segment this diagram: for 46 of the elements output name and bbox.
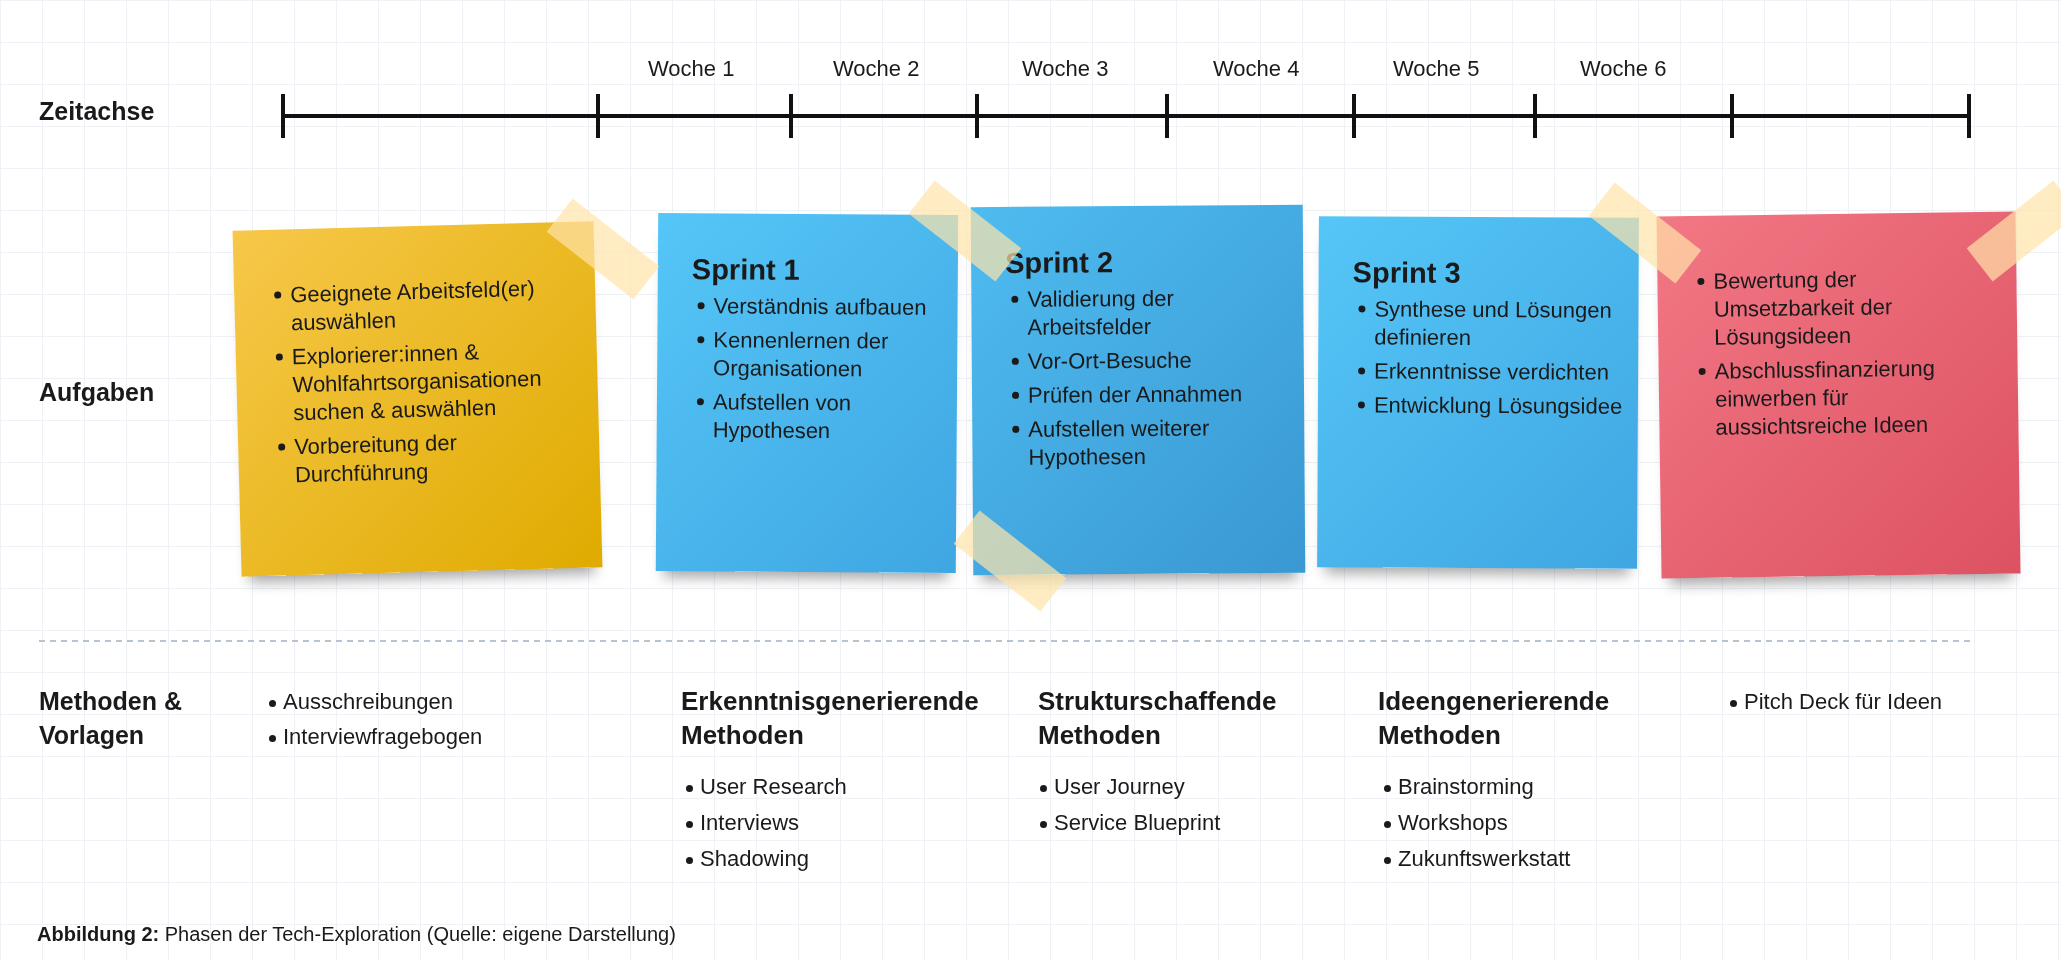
sticky-note	[1656, 211, 2021, 579]
task-text: Prüfen der Annahmen	[1027, 381, 1243, 408]
task-text: Vor-Ort-Besuche	[1027, 347, 1192, 374]
task-text: Vorbereitung der Durchführung	[293, 430, 458, 488]
week-label: Woche 1	[648, 56, 735, 82]
method-item: Pitch Deck für Ideen	[1744, 689, 1943, 715]
week-label: Woche 4	[1213, 56, 1300, 82]
sticky-note	[655, 212, 959, 574]
task-text: Bewertung der Umsetzbarkeit der Lösungsideen	[1713, 266, 1893, 350]
method-heading: Strukturschaffende Methoden	[1038, 685, 1278, 752]
sprint-heading: Sprint 2	[1005, 245, 1115, 280]
method-item: Workshops	[1398, 810, 1508, 836]
method-item: User Journey	[1054, 774, 1185, 800]
task-text: Verständnis aufbauen	[713, 293, 927, 320]
method-item: Ausschreibungen	[283, 689, 453, 715]
task-text: Synthese und Lösungen definieren	[1374, 296, 1612, 350]
task-text: Aufstellen weiterer Hypothesen	[1028, 415, 1210, 470]
week-label: Woche 6	[1580, 56, 1667, 82]
sprint-heading: Sprint 3	[1352, 256, 1462, 291]
task-text: Validierung der Arbeitsfelder	[1027, 285, 1174, 340]
method-item: User Research	[700, 774, 847, 800]
task-text: Abschlussfinanzierung einwerben für aussichtsreiche Ideen	[1714, 355, 1935, 440]
task-text: Kennenlernen der Organisationen	[713, 327, 889, 382]
task-text: Explorierer:innen & Wohlfahrtsorganisationen suchen & auswählen	[291, 339, 542, 426]
method-item: Brainstorming	[1398, 774, 1534, 800]
task-text: Erkenntnisse verdichten	[1374, 358, 1609, 385]
row-label: Methoden & Vorlagen	[39, 686, 184, 751]
method-heading: Erkenntnisgenerierende Methoden	[681, 685, 980, 752]
task-text: Geeignete Arbeitsfeld(er) auswählen	[289, 275, 536, 336]
method-item: Shadowing	[700, 846, 809, 872]
figure-caption: Abbildung 2: Phasen der Tech-Exploration (Quelle: eigene Darstellung)	[37, 923, 676, 946]
sticky-note	[970, 204, 1306, 576]
task-text: Aufstellen von Hypothesen	[712, 389, 852, 444]
week-label: Woche 3	[1022, 56, 1109, 82]
sticky-note	[1317, 216, 1639, 569]
task-text: Entwicklung Lösungsidee	[1373, 392, 1623, 419]
method-item: Service Blueprint	[1054, 810, 1221, 836]
method-item: Interviews	[700, 810, 800, 836]
method-heading: Ideengenerierende Methoden	[1378, 685, 1611, 752]
week-label: Woche 2	[833, 56, 920, 82]
sprint-heading: Sprint 1	[691, 253, 801, 288]
method-item: Zukunftswerkstatt	[1398, 846, 1571, 872]
method-item: Interviewfragebogen	[283, 724, 483, 750]
week-label: Woche 5	[1393, 56, 1480, 82]
row-label: Zeitachse	[39, 97, 155, 126]
row-label: Aufgaben	[39, 378, 155, 407]
